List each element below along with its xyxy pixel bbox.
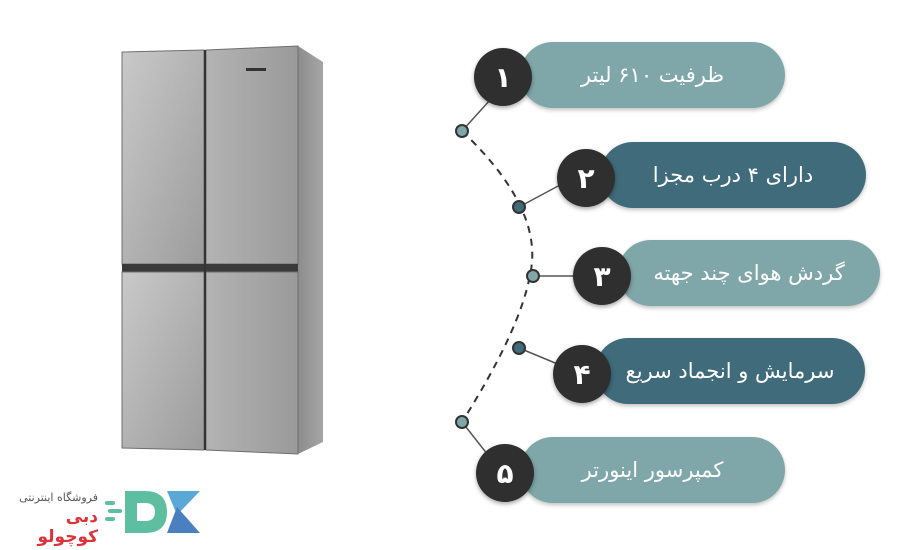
feature-pill-1: ظرفیت ۶۱۰ لیتر [520,42,785,108]
logo-tagline: فروشگاه اینترنتی [19,491,98,504]
feature-number-2: ۲ [557,149,615,207]
feature-label-4: سرمایش و انجماد سریع [625,359,835,383]
refrigerator-image [118,42,328,457]
connector-dot-3 [526,269,540,283]
feature-number-4: ۴ [553,345,611,403]
feature-label-1: ظرفیت ۶۱۰ لیتر [580,63,725,87]
feature-number-3: ۳ [573,247,631,305]
feature-label-5: کمپرسور اینورتر [581,458,724,482]
connector-dot-5 [455,415,469,429]
refrigerator-icon [121,45,323,455]
dk-logo-mark-icon [105,491,200,533]
logo-name: دبی کوچولو [37,507,99,547]
feature-number-5: ۵ [476,444,534,502]
feature-number-1: ۱ [474,48,532,106]
feature-label-3: گردش هوای چند جهته [653,261,845,285]
store-logo[interactable]: فروشگاه اینترنتی دبی کوچولو [10,485,210,547]
feature-pill-5: کمپرسور اینورتر [520,437,785,503]
connector-dot-2 [512,200,526,214]
feature-pill-3: گردش هوای چند جهته [618,240,880,306]
connector-dot-4 [512,341,526,355]
feature-label-2: دارای ۴ درب مجزا [652,163,814,187]
connector-dot-1 [455,124,469,138]
feature-pill-2: دارای ۴ درب مجزا [600,142,866,208]
feature-pill-4: سرمایش و انجماد سریع [595,338,865,404]
